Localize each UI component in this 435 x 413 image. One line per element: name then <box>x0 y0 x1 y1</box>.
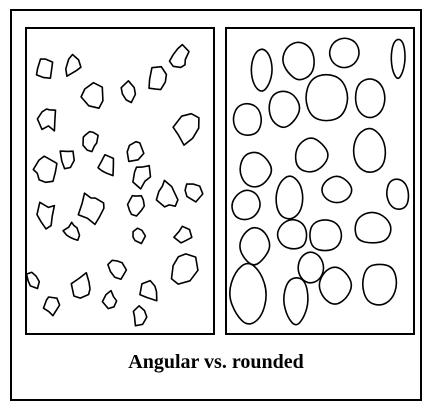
rounded-grain <box>231 189 261 221</box>
angular-grain <box>173 225 193 244</box>
angular-grain <box>168 43 190 69</box>
rounded-grain <box>239 151 273 188</box>
angular-grain <box>132 227 147 245</box>
angular-grain <box>139 279 158 302</box>
rounded-grain <box>232 102 263 137</box>
angular-grain <box>77 192 105 226</box>
angular-grain <box>126 194 146 217</box>
angular-grain <box>184 183 204 203</box>
angular-grain <box>80 81 104 109</box>
angular-grain <box>101 289 118 310</box>
angular-grain <box>32 155 58 184</box>
angular-grain <box>155 179 179 208</box>
rounded-grain <box>294 137 329 173</box>
rounded-grain <box>352 127 387 174</box>
angular-grain <box>132 164 152 190</box>
angular-grain <box>97 154 115 177</box>
rounded-grain <box>275 175 304 220</box>
rounded-grain <box>229 262 267 325</box>
rounded-grain <box>309 219 343 252</box>
rounded-grain <box>318 266 353 305</box>
rounded-grain <box>354 78 386 119</box>
angular-grain <box>82 130 99 153</box>
rounded-grain <box>321 175 353 204</box>
rounded-grain <box>239 226 271 266</box>
rounded-grain <box>386 178 410 211</box>
rounded-grain <box>250 48 273 92</box>
angular-grain <box>170 253 199 285</box>
outer-frame <box>10 9 422 401</box>
angular-grain <box>25 271 41 290</box>
rounded-grain <box>390 38 406 80</box>
rounded-grain <box>328 37 360 69</box>
angular-grain <box>107 259 128 280</box>
rounded-grain <box>283 277 309 326</box>
rounded-grain <box>282 41 315 81</box>
angular-grain <box>120 80 137 104</box>
angular-grain <box>132 305 148 327</box>
angular-grains <box>25 43 204 327</box>
rounded-grain <box>305 73 349 122</box>
angular-grain <box>36 108 57 132</box>
angular-grain <box>126 140 145 163</box>
angular-grain <box>42 296 61 317</box>
rounded-grain <box>268 90 301 129</box>
angular-grain <box>35 58 54 79</box>
angular-grain <box>70 271 91 299</box>
angular-panel-border <box>25 27 215 335</box>
rounded-grain <box>354 211 392 244</box>
rounded-grain <box>297 251 325 284</box>
rounded-panel-border <box>225 27 415 335</box>
angular-grain <box>172 112 200 146</box>
angular-grain <box>62 221 81 242</box>
angular-grain <box>65 53 82 77</box>
rounded-grains <box>229 37 410 326</box>
figure-caption: Angular vs. rounded <box>128 351 304 373</box>
rounded-grain <box>276 218 308 250</box>
angular-grain <box>36 201 56 230</box>
rounded-grain <box>361 263 398 306</box>
angular-grain <box>59 150 75 170</box>
angular-grain <box>148 65 168 91</box>
